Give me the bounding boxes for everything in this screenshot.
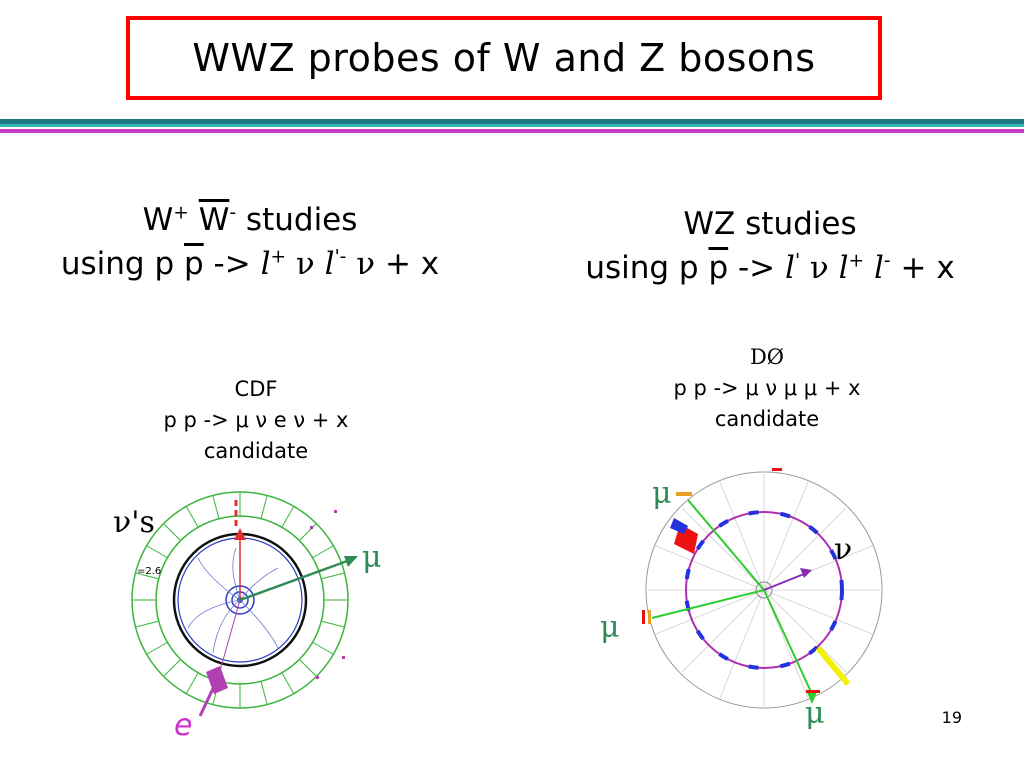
d0-mu-label-left: μ — [600, 610, 620, 645]
d0-mu-label-top: μ — [652, 476, 672, 511]
d0-muon-track-top — [687, 499, 765, 591]
d0-muon-track-left — [651, 589, 765, 619]
slide-title-box: WWZ probes of W and Z bosons — [126, 16, 882, 100]
left-heading: W+ W- studies using p p -> l+ ν l'- ν + … — [20, 198, 480, 286]
cdf-caption-line1: CDF — [234, 377, 278, 401]
d0-event-display — [642, 468, 883, 709]
d0-nu-label: ν — [834, 532, 853, 567]
d0-caption-line1: DØ — [749, 345, 785, 369]
right-heading-line2: using p p -> l' ν l+ l- + x — [585, 250, 955, 286]
d0-met-arrow — [763, 573, 805, 591]
slide-title: WWZ probes of W and Z bosons — [192, 36, 816, 80]
cdf-mu-label: μ — [362, 540, 382, 575]
cdf-caption-line2: p p -> μ ν e ν + x — [163, 408, 349, 432]
divider-rule-teal — [0, 119, 1024, 124]
d0-mu-label-bottom: μ — [805, 696, 825, 731]
cdf-small-readout: =2.6 — [137, 566, 162, 577]
d0-caption-line2: p p -> μ ν μ μ + x — [673, 376, 861, 400]
divider-rule-cyan — [0, 124, 1024, 127]
cdf-caption: CDF p p -> μ ν e ν + x candidate — [106, 374, 406, 467]
cdf-muon-track — [239, 558, 351, 602]
divider-rule-magenta — [0, 129, 1024, 133]
cdf-e-label: e — [174, 708, 193, 743]
right-heading: WZ studies using p p -> l' ν l+ l- + x — [540, 202, 1000, 290]
cdf-event-display — [131, 491, 358, 717]
left-heading-line2: using p p -> l+ ν l'- ν + x — [60, 246, 440, 282]
d0-muon-track-bottom — [763, 589, 813, 695]
cdf-caption-line3: candidate — [203, 439, 309, 463]
d0-caption-line3: candidate — [714, 407, 820, 431]
nu-s-label: ν's — [113, 505, 155, 540]
left-heading-line1: W+ W- studies — [142, 202, 358, 238]
slide-number: 19 — [941, 708, 962, 727]
right-heading-line1: WZ studies — [683, 206, 857, 242]
d0-caption: DØ p p -> μ ν μ μ + x candidate — [617, 342, 917, 435]
